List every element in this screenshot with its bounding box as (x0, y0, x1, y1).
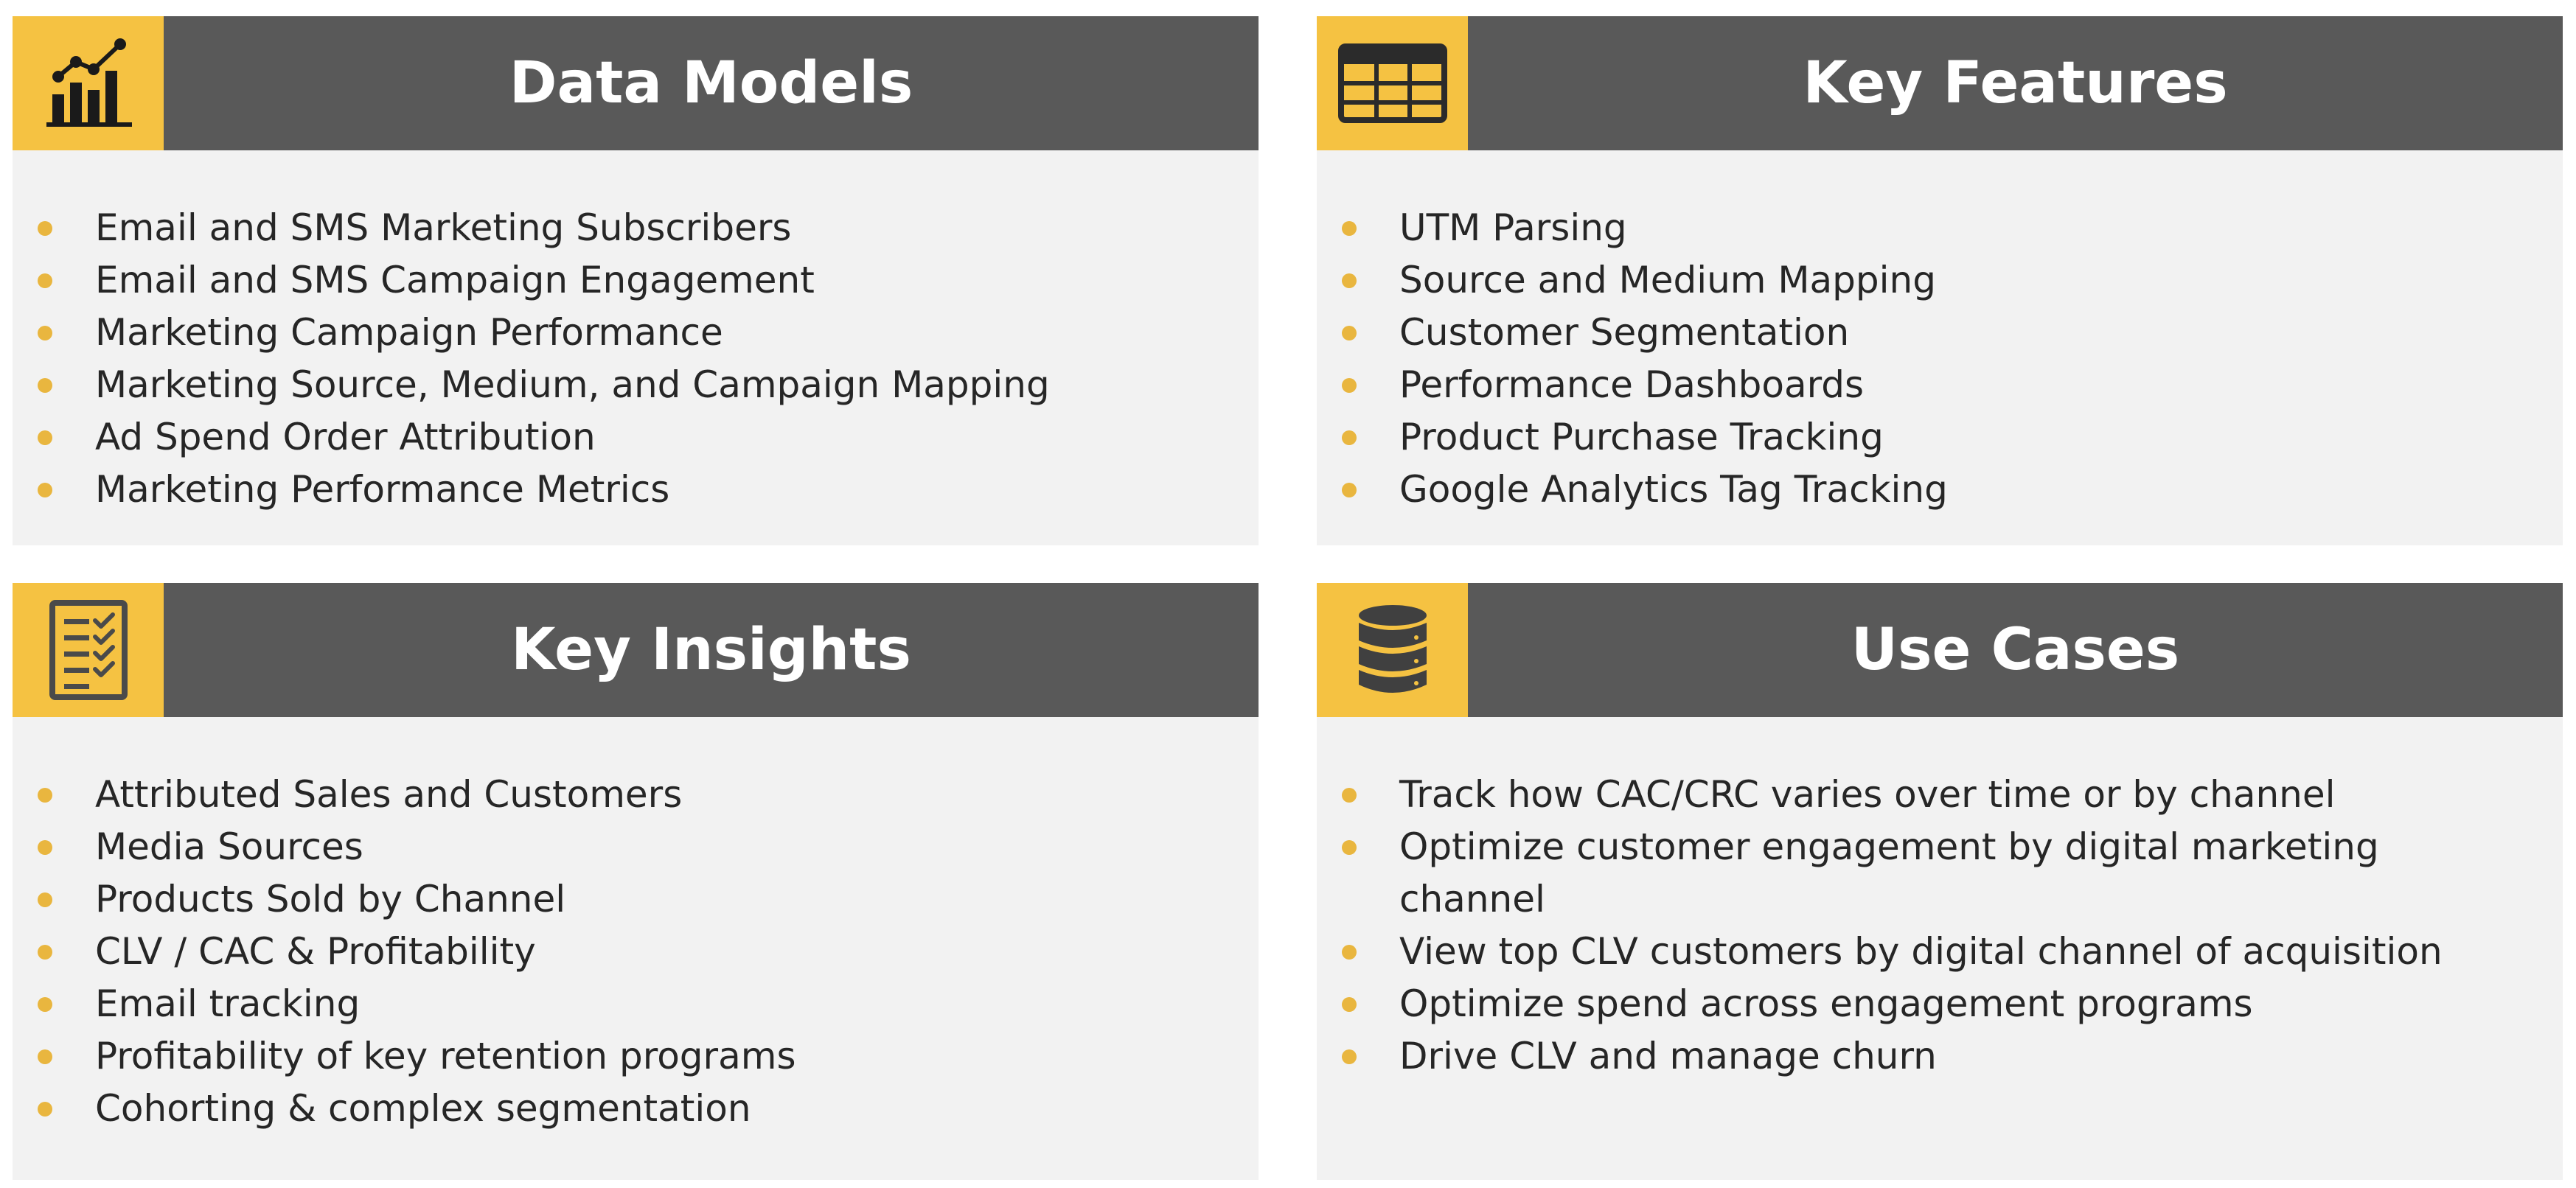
icon-box (13, 16, 164, 150)
bullet-dot (38, 945, 52, 960)
card-header: Key Insights (13, 583, 1259, 717)
bullet-dot (38, 1102, 52, 1117)
bullet-dot (1342, 273, 1357, 288)
list-item: CLV / CAC & Profitability (38, 926, 1259, 978)
bullet-dot (1342, 326, 1357, 340)
card-title: Data Models (509, 50, 913, 116)
list-item: Media Sources (38, 821, 1259, 873)
icon-box (1317, 583, 1468, 717)
bullet-dot (1342, 378, 1357, 393)
bullet-dot (38, 1049, 52, 1064)
list-item: Track how CAC/CRC varies over time or by… (1342, 769, 2518, 821)
bullet-dot (1342, 840, 1357, 855)
list-item: Ad Spend Order Attribution (38, 411, 1259, 464)
bullet-dot (38, 788, 52, 803)
card-key-features: Key Features UTM Parsing Source and Medi… (1317, 16, 2563, 545)
list-item: Optimize customer engagement by digital … (1342, 821, 2518, 926)
bullet-dot (1342, 1049, 1357, 1064)
list-item: Customer Segmentation (1342, 307, 2563, 359)
bullet-dot (38, 326, 52, 340)
card-title: Key Features (1803, 50, 2228, 116)
list-item: Performance Dashboards (1342, 359, 2563, 411)
list-item: Products Sold by Channel (38, 873, 1259, 926)
list-item: Marketing Source, Medium, and Campaign M… (38, 359, 1259, 411)
list-item: Drive CLV and manage churn (1342, 1030, 2518, 1083)
list-item: Attributed Sales and Customers (38, 769, 1259, 821)
list-item: Email tracking (38, 978, 1259, 1030)
bullet-dot (38, 430, 52, 445)
bullet-dot (38, 892, 52, 907)
bullet-dot (1342, 430, 1357, 445)
list-item: Cohorting & complex segmentation (38, 1083, 1259, 1135)
bullet-list: UTM Parsing Source and Medium Mapping Cu… (1317, 202, 2563, 516)
list-item: Email and SMS Marketing Subscribers (38, 202, 1259, 254)
card-data-models: Data Models Email and SMS Marketing Subs… (13, 16, 1259, 545)
card-title: Key Insights (511, 617, 911, 683)
bullet-dot (1342, 997, 1357, 1012)
list-item: Email and SMS Campaign Engagement (38, 254, 1259, 307)
card-use-cases: Use Cases Track how CAC/CRC varies over … (1317, 583, 2563, 1180)
list-item: Marketing Campaign Performance (38, 307, 1259, 359)
card-header: Key Features (1317, 16, 2563, 150)
bullet-dot (1342, 945, 1357, 960)
list-item: Google Analytics Tag Tracking (1342, 464, 2563, 516)
list-item: Marketing Performance Metrics (38, 464, 1259, 516)
database-icon (1358, 605, 1427, 693)
list-item: Profitability of key retention programs (38, 1030, 1259, 1083)
bullet-dot (1342, 788, 1357, 803)
bullet-list: Track how CAC/CRC varies over time or by… (1317, 769, 2563, 1083)
list-item: Product Purchase Tracking (1342, 411, 2563, 464)
bullet-dot (38, 997, 52, 1012)
card-key-insights: Key Insights Attributed Sales and Custom… (13, 583, 1259, 1180)
bullet-list: Attributed Sales and Customers Media Sou… (13, 769, 1259, 1135)
card-header: Use Cases (1317, 583, 2563, 717)
icon-box (13, 583, 164, 717)
bullet-dot (1342, 221, 1357, 236)
bar-chart-trend-icon (46, 38, 132, 127)
bullet-dot (38, 840, 52, 855)
bullet-dot (38, 378, 52, 393)
card-title: Use Cases (1851, 617, 2180, 683)
icon-box (1317, 16, 1468, 150)
checklist-icon (49, 600, 128, 700)
list-item: UTM Parsing (1342, 202, 2563, 254)
table-grid-icon (1337, 43, 1447, 123)
list-item: Source and Medium Mapping (1342, 254, 2563, 307)
bullet-dot (38, 273, 52, 288)
card-header: Data Models (13, 16, 1259, 150)
bullet-dot (1342, 483, 1357, 497)
bullet-dot (38, 221, 52, 236)
list-item: View top CLV customers by digital channe… (1342, 926, 2518, 978)
list-item: Optimize spend across engagement program… (1342, 978, 2518, 1030)
bullet-list: Email and SMS Marketing Subscribers Emai… (13, 202, 1259, 516)
bullet-dot (38, 483, 52, 497)
